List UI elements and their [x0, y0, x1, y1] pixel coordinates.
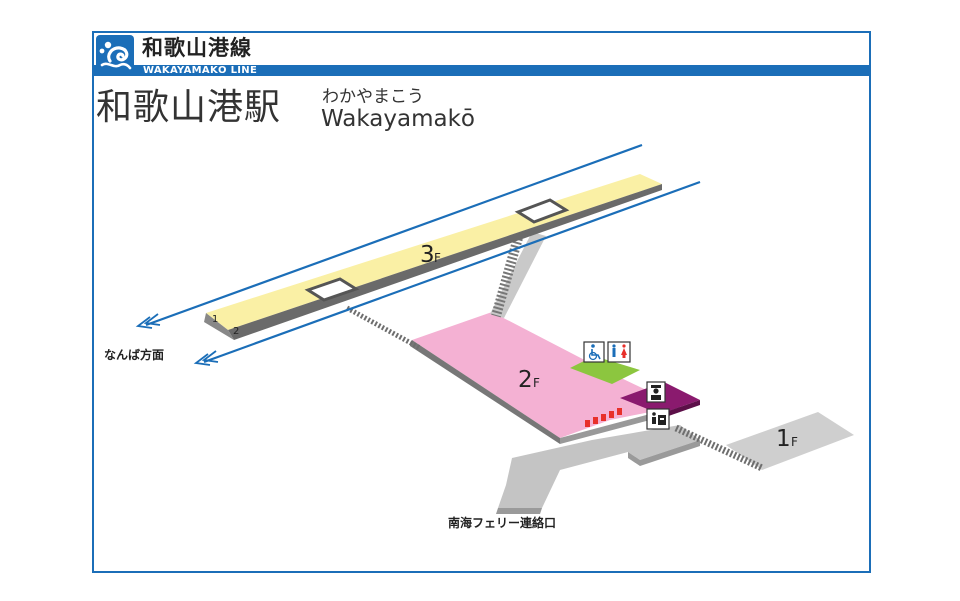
floor-3f-label: 3	[420, 242, 435, 268]
restroom-icon	[607, 341, 631, 363]
floor-2f-concourse	[412, 312, 680, 438]
floor-1f-area	[496, 412, 854, 514]
track-number-1: 1	[212, 314, 218, 325]
platform-opening	[304, 277, 360, 302]
floor-2f-label: 2	[518, 367, 533, 393]
map-frame	[92, 31, 871, 573]
floor-3f-unit: F	[434, 251, 441, 265]
floor-3f-platform	[204, 174, 662, 340]
line-name-romaji: WAKAYAMAKŌ LINE	[143, 65, 258, 76]
station-name-romaji: Wakayamakō	[321, 106, 475, 132]
ticket-gate-icon	[646, 408, 670, 430]
station-staff-icon	[646, 381, 666, 403]
floor-2f-unit: F	[533, 376, 540, 390]
floor-1f-label: 1	[776, 426, 791, 452]
station-name-kana: わかやまこう	[322, 87, 424, 107]
ticket-gates	[585, 408, 622, 427]
tracks	[145, 143, 701, 364]
stairs-3f-2f	[345, 232, 546, 351]
restroom-area	[570, 356, 640, 384]
line-name: 和歌山港線	[142, 36, 252, 60]
line-header-bar	[92, 65, 869, 76]
platform-opening	[514, 198, 570, 224]
station-name: 和歌山港駅	[96, 87, 282, 128]
floor-1f-unit: F	[791, 435, 798, 449]
direction-label: なんば方面	[104, 347, 164, 362]
track-number-2: 2	[233, 326, 239, 337]
nankai-logo-icon	[96, 35, 134, 73]
wheelchair-accessible-icon	[583, 341, 605, 363]
ferry-exit-label: 南海フェリー連絡口	[448, 515, 556, 530]
direction-arrow-icon	[135, 313, 219, 366]
